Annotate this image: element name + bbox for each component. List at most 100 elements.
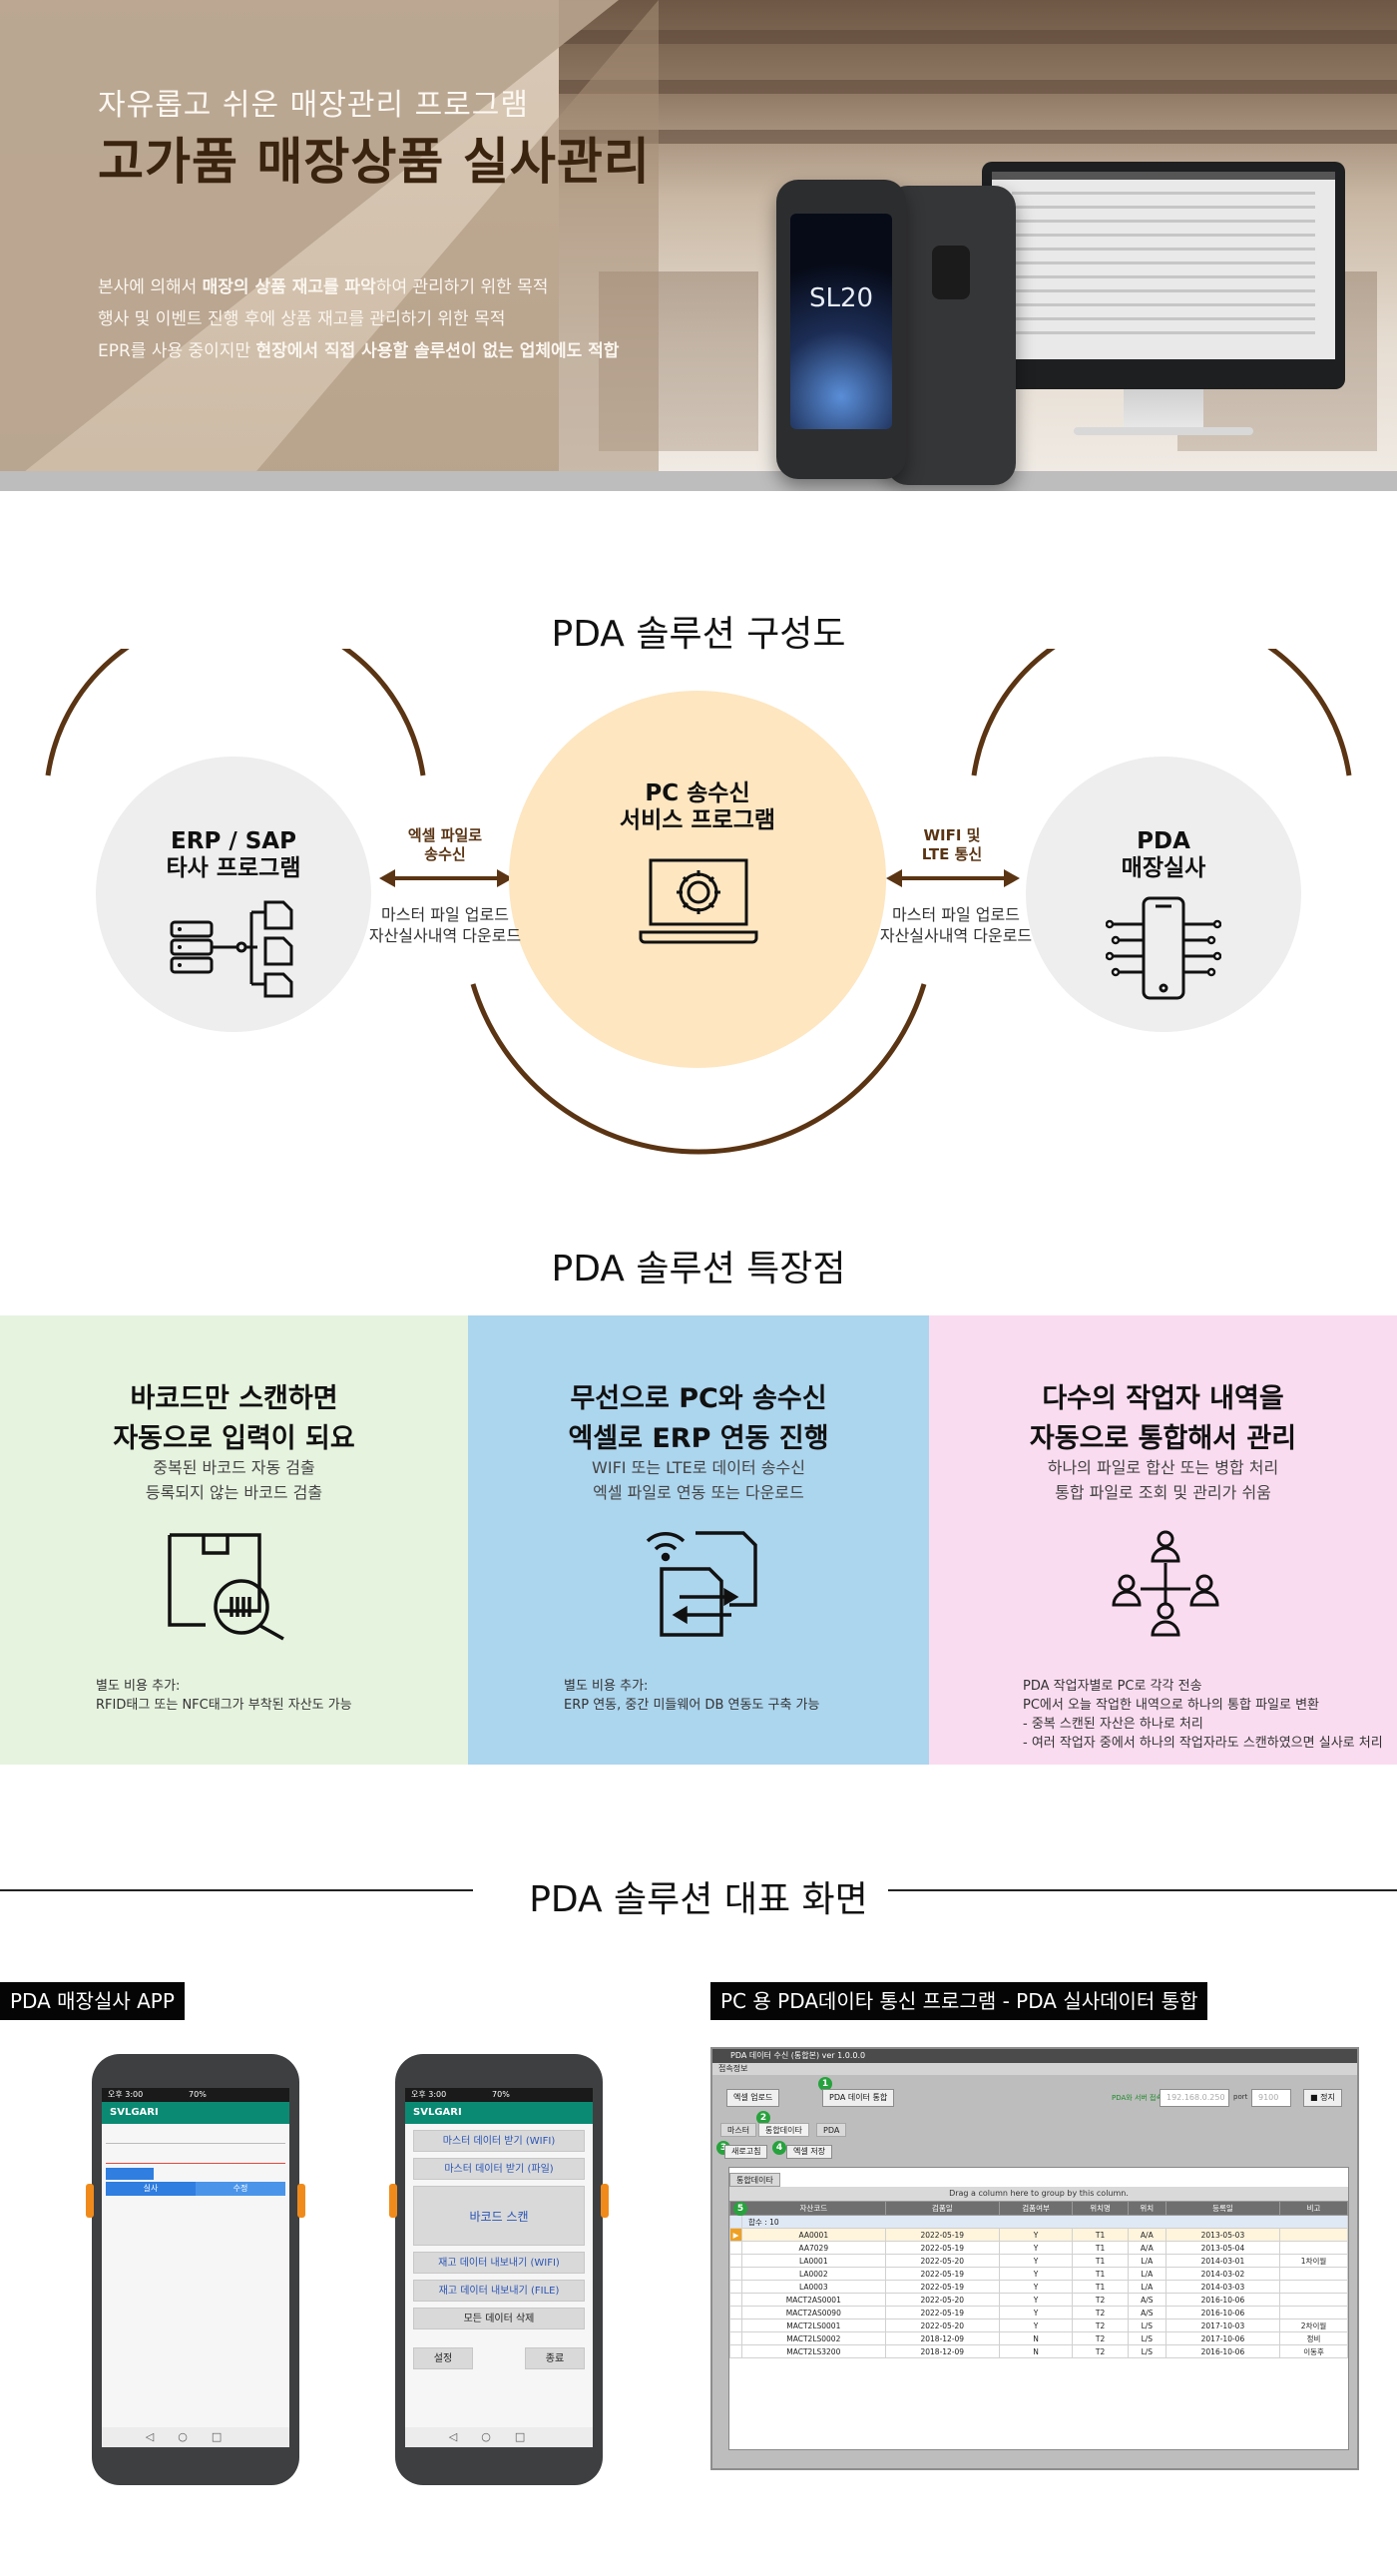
excel-upload-button[interactable]: 엑셀 업로드 xyxy=(726,2089,780,2107)
location-input[interactable] xyxy=(106,2150,285,2164)
android-nav-bar[interactable]: ◁○□ xyxy=(405,2427,593,2447)
refresh-button[interactable]: 새로고침 xyxy=(724,2145,768,2159)
col-location[interactable]: 위치 xyxy=(1127,2201,1166,2216)
col-location-name[interactable]: 위치명 xyxy=(1072,2201,1129,2216)
table-cell: L/S xyxy=(1127,2331,1166,2345)
step-2-marker: 2 xyxy=(756,2111,770,2125)
table-cell: 2017-10-06 xyxy=(1164,2331,1281,2345)
table-cell: 2022-05-20 xyxy=(884,2254,1000,2268)
table-cell: 2022-05-20 xyxy=(884,2293,1000,2307)
exit-button[interactable]: 종료 xyxy=(525,2347,585,2369)
erp-sap-node: ERP / SAP 타사 프로그램 xyxy=(96,757,371,1032)
port-input[interactable]: 9100 xyxy=(1251,2089,1291,2107)
table-cell: 2018-12-09 xyxy=(884,2331,1000,2345)
table-cell: L/A xyxy=(1127,2267,1166,2281)
settings-button[interactable]: 설정 xyxy=(413,2347,473,2369)
table-cell: 2차이월 xyxy=(1279,2318,1348,2332)
table-cell xyxy=(1279,2293,1348,2307)
table-header-row: 자산코드 검품일 검품여부 위치명 위치 등록일 비고 xyxy=(729,2201,1348,2216)
connection-menu[interactable]: 접속정보 xyxy=(712,2063,1357,2075)
scan-input[interactable] xyxy=(106,2130,285,2144)
col-register-date[interactable]: 등록일 xyxy=(1164,2201,1281,2216)
left-arc xyxy=(45,649,426,776)
table-cell: 2018-12-09 xyxy=(884,2344,1000,2358)
table-cell: N xyxy=(998,2344,1074,2358)
table-cell: L/A xyxy=(1127,2254,1166,2268)
app-title-bar: SVLGARI xyxy=(102,2102,289,2124)
hero-decor-triangle-2 xyxy=(239,0,659,491)
table-cell: 2013-05-04 xyxy=(1164,2241,1281,2255)
barcode-scan-button[interactable]: 바코드 스캔 xyxy=(413,2186,585,2246)
col-check-date[interactable]: 검품일 xyxy=(884,2201,1000,2216)
app-screens-tag: PDA 매장실사 APP xyxy=(0,1982,185,2020)
table-cell: Y xyxy=(998,2267,1074,2281)
export-file-button[interactable]: 재고 데이터 내보내기 (FILE) xyxy=(413,2280,585,2302)
hero-description: 본사에 의해서 매장의 상품 재고를 파악하여 관리하기 위한 목적 행사 및 … xyxy=(98,271,619,367)
table-cell: Y xyxy=(998,2293,1074,2307)
delete-all-button[interactable]: 모든 데이터 삭제 xyxy=(413,2308,585,2329)
team-network-icon xyxy=(1112,1530,1219,1637)
export-wifi-button[interactable]: 재고 데이터 내보내기 (WIFI) xyxy=(413,2252,585,2274)
pda-phone-scan-screen: 오후 3:00 70% SVLGARI 실사 수정 ◁○□ xyxy=(86,2054,305,2485)
data-table: 자산코드 검품일 검품여부 위치명 위치 등록일 비고 합수 : 10 ▶AA0… xyxy=(729,2201,1348,2358)
table-cell xyxy=(1279,2241,1348,2255)
excel-save-button[interactable]: 엑셀 저장 xyxy=(786,2145,832,2159)
right-bidirectional-arrow xyxy=(886,869,1020,887)
pda-merge-button[interactable]: PDA 데이터 통합 xyxy=(822,2089,895,2107)
table-cell: A/S xyxy=(1127,2293,1166,2307)
tab-scan[interactable]: 실사 xyxy=(106,2182,196,2196)
table-cell: A/A xyxy=(1127,2241,1166,2255)
col-check-status[interactable]: 검품여부 xyxy=(998,2201,1074,2216)
subtab-merged[interactable]: 통합데이타 xyxy=(729,2173,780,2187)
table-cell xyxy=(1279,2267,1348,2281)
col-asset-code[interactable]: 자산코드 xyxy=(741,2201,886,2216)
tab-merged-data[interactable]: 통합데이타 xyxy=(758,2123,809,2137)
table-cell: LA0001 xyxy=(741,2254,886,2268)
right-arc xyxy=(971,649,1352,776)
master-receive-file-button[interactable]: 마스터 데이터 받기 (파일) xyxy=(413,2158,585,2180)
tab-master[interactable]: 마스터 xyxy=(720,2123,757,2137)
table-cell xyxy=(1279,2280,1348,2294)
table-cell: L/A xyxy=(1127,2280,1166,2294)
summary-row: 합수 : 10 xyxy=(729,2215,1348,2229)
table-cell: 2022-05-20 xyxy=(884,2318,1000,2332)
tab-pda[interactable]: PDA xyxy=(816,2123,847,2137)
android-nav-bar[interactable]: ◁○□ xyxy=(102,2427,289,2447)
hero-line-3: EPR를 사용 중이지만 현장에서 직접 사용할 솔루션이 없는 업체에도 적합 xyxy=(98,341,620,361)
laptop-gear-icon xyxy=(639,858,758,944)
left-bidirectional-arrow xyxy=(379,869,513,887)
server-ip-input[interactable]: 192.168.0.250 xyxy=(1160,2089,1229,2107)
step-5-marker: 5 xyxy=(733,2202,747,2216)
table-cell: MACT2AS0001 xyxy=(741,2293,886,2307)
master-receive-wifi-button[interactable]: 마스터 데이터 받기 (WIFI) xyxy=(413,2130,585,2152)
tab-edit[interactable]: 수정 xyxy=(196,2182,285,2196)
table-cell: 2016-10-06 xyxy=(1164,2306,1281,2319)
step-4-marker: 4 xyxy=(772,2141,786,2155)
table-cell: Y xyxy=(998,2280,1074,2294)
phone-screen: 오후 3:00 70% SVLGARI 마스터 데이터 받기 (WIFI) 마스… xyxy=(405,2088,593,2447)
pc-service-node: PC 송수신 서비스 프로그램 xyxy=(509,691,886,1068)
table-cell: L/S xyxy=(1127,2344,1166,2358)
col-note[interactable]: 비고 xyxy=(1279,2201,1348,2216)
pda-device-back-image xyxy=(886,186,1016,485)
hero-line-1: 본사에 의해서 매장의 상품 재고를 파악하여 관리하기 위한 목적 xyxy=(98,277,549,297)
table-cell: T1 xyxy=(1072,2280,1129,2294)
stop-button[interactable]: ■ 정지 xyxy=(1303,2089,1342,2107)
